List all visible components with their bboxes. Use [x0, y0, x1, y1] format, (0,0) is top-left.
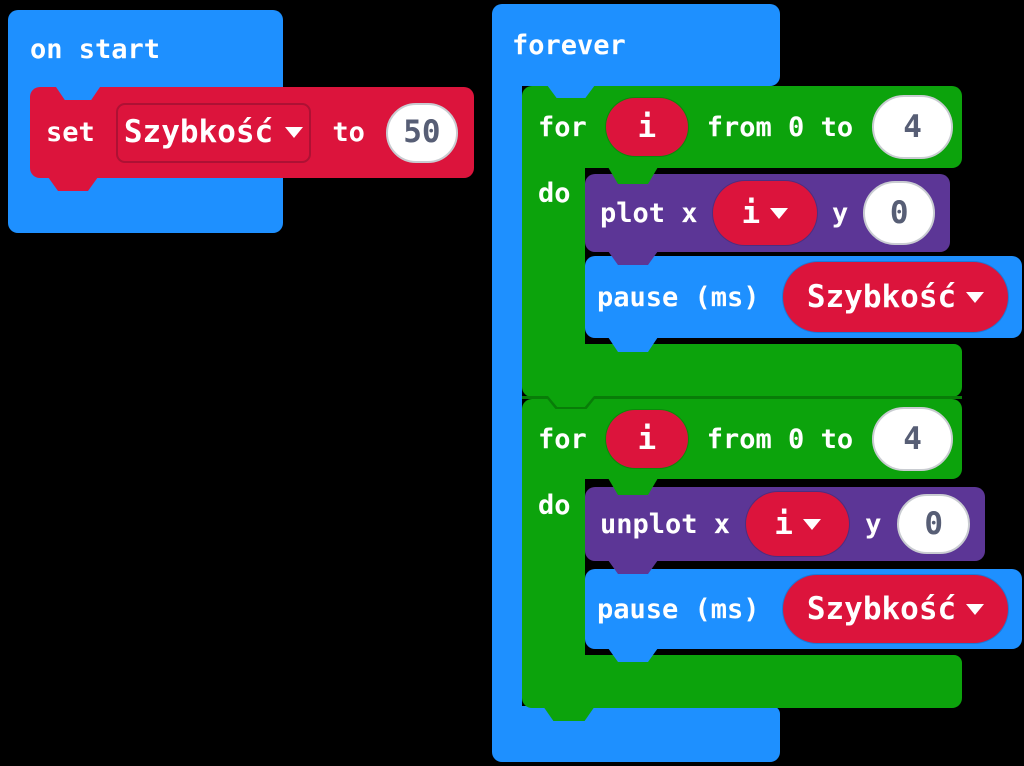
set-label: set — [46, 117, 95, 148]
for-loop-1-spine — [522, 160, 585, 350]
loop-variable-pill[interactable]: i — [605, 98, 688, 156]
y-label: y — [865, 508, 882, 540]
pause-block[interactable]: pause (ms) Szybkość — [585, 569, 1022, 649]
y-value-input[interactable]: 0 — [863, 181, 935, 245]
block-seam — [522, 396, 962, 399]
variable-pill[interactable]: Szybkość — [783, 262, 1008, 332]
plot-label: plot x — [600, 197, 698, 229]
to-label: to — [332, 117, 365, 148]
forever-spine[interactable] — [492, 60, 522, 710]
do-label: do — [538, 177, 571, 209]
value-input[interactable]: 50 — [385, 102, 458, 163]
for-loop-2-foot — [522, 655, 962, 708]
variable-dropdown[interactable]: Szybkość — [115, 102, 312, 163]
unplot-label: unplot x — [600, 508, 731, 540]
pause-label: pause (ms) — [597, 281, 760, 313]
forever-foot[interactable] — [492, 706, 780, 762]
variable-name: Szybkość — [123, 114, 274, 150]
pause-label: pause (ms) — [597, 593, 760, 625]
variable-pill[interactable]: Szybkość — [783, 575, 1008, 643]
connector-notch — [547, 85, 595, 98]
chevron-down-icon — [770, 207, 789, 219]
connector-tab — [608, 478, 658, 495]
y-value-input[interactable]: 0 — [897, 494, 970, 554]
y-label: y — [832, 197, 849, 229]
forever-block[interactable] — [492, 4, 780, 86]
variable-dropdown[interactable]: i — [746, 492, 850, 556]
connector-tab — [608, 560, 658, 574]
pause-block[interactable]: pause (ms) Szybkość — [585, 256, 1022, 338]
from-to-label: from 0 to — [706, 423, 854, 455]
plot-block[interactable]: plot x i y 0 — [585, 174, 950, 252]
for-label: for — [538, 423, 587, 455]
on-start-label: on start — [30, 33, 161, 65]
set-variable-block[interactable]: set Szybkość to 50 — [30, 87, 474, 178]
from-to-label: from 0 to — [706, 111, 854, 143]
for-loop-2-header: for i from 0 to 4 — [538, 404, 954, 474]
connector-notch — [56, 87, 100, 100]
chevron-down-icon — [966, 291, 985, 303]
loop-variable-pill[interactable]: i — [605, 410, 688, 468]
loop-limit-input[interactable]: 4 — [872, 407, 954, 471]
connector-tab — [608, 337, 658, 352]
for-loop-1-foot — [522, 344, 962, 397]
connector-tab — [608, 167, 658, 184]
loop-limit-input[interactable]: 4 — [872, 95, 954, 159]
connector-tab — [608, 648, 658, 662]
for-loop-1-header: for i from 0 to 4 — [538, 92, 954, 162]
connector-tab — [608, 251, 658, 265]
chevron-down-icon — [802, 518, 821, 530]
for-loop-2-spine — [522, 470, 585, 660]
do-label: do — [538, 489, 571, 521]
chevron-down-icon — [285, 127, 304, 138]
connector-tab — [48, 177, 98, 191]
variable-dropdown[interactable]: i — [712, 181, 818, 245]
chevron-down-icon — [966, 603, 985, 615]
connector-tab — [543, 706, 595, 721]
unplot-block[interactable]: unplot x i y 0 — [585, 487, 985, 561]
for-label: for — [538, 111, 587, 143]
connector-tab — [548, 396, 594, 407]
forever-label: forever — [512, 29, 626, 61]
